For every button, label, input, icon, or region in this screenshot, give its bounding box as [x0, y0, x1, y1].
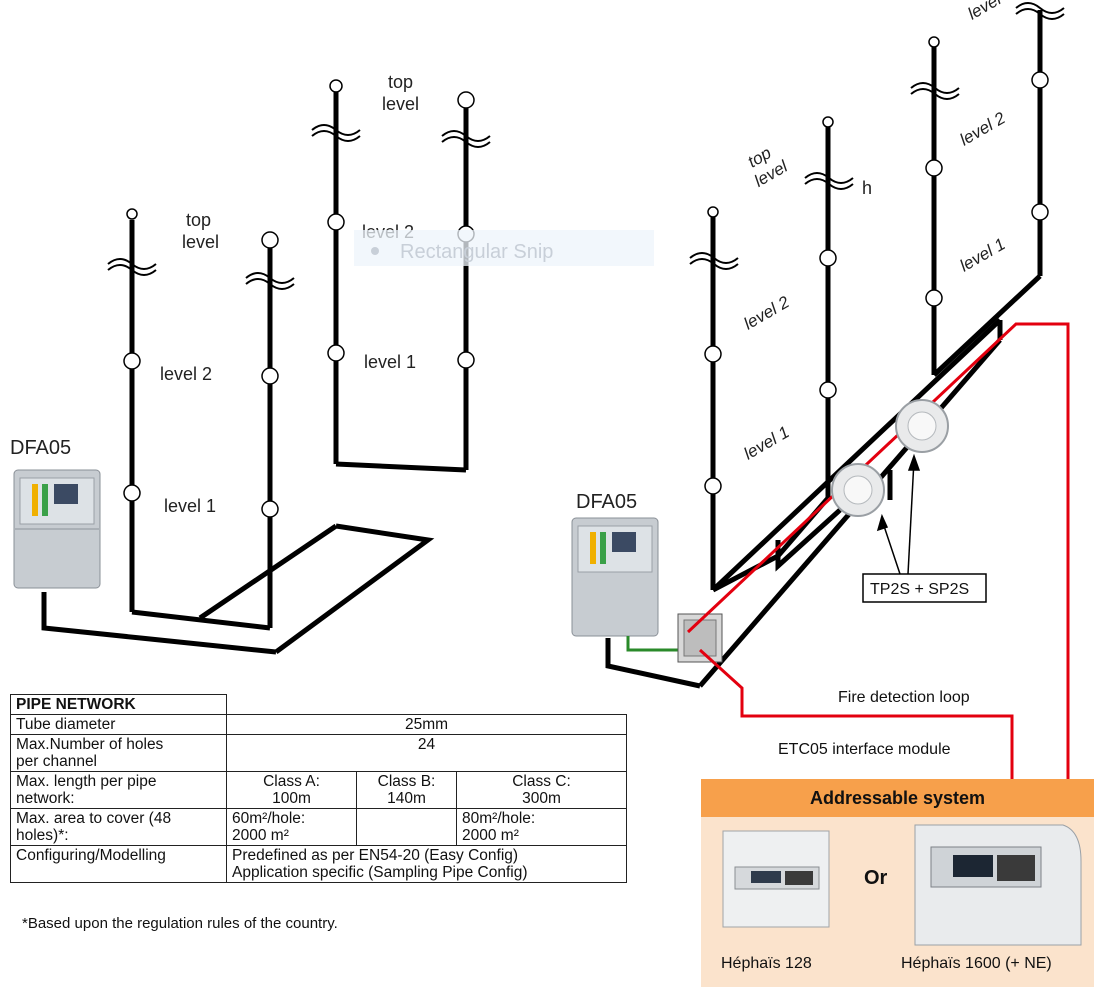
table-cell-label: Configuring/Modelling: [10, 845, 227, 883]
table-row: PIPE NETWORK: [10, 694, 627, 715]
left-level1-label-1: level 1: [164, 496, 216, 516]
detector-1: [831, 463, 885, 517]
right-level2-label-1: level 2: [741, 292, 794, 333]
addressable-system-title: Addressable system: [701, 779, 1094, 817]
fire-loop-label: Fire detection loop: [838, 689, 970, 706]
snip-overlay-text: Rectangular Snip: [400, 241, 553, 263]
table-cell-area-b: [356, 808, 457, 846]
left-pipe-network: [41, 86, 469, 655]
addressable-system-panel: Addressable system Or Héphaïs 128 Héphaï…: [701, 779, 1094, 987]
left-device-label: DFA05: [10, 437, 71, 459]
table-cell-config: Predefined as per EN54-20 (Easy Config)A…: [226, 845, 627, 883]
hephais-128-panel: [722, 830, 830, 928]
table-row: Tube diameter 25mm: [10, 714, 627, 735]
right-top-level-label-1: toplevel: [741, 139, 792, 191]
table-cell-label: Tube diameter: [10, 714, 227, 735]
right-device-label: DFA05: [576, 491, 637, 513]
right-level1-label-1: level 1: [741, 422, 793, 463]
right-break-marks: [689, 2, 1065, 270]
table-cell-value: 25mm: [226, 714, 627, 735]
etc05-label: ETC05 interface module: [778, 741, 951, 758]
table-title: PIPE NETWORK: [10, 694, 227, 715]
fire-detection-loop-line: [686, 322, 1070, 785]
right-level-label-top: level: [965, 0, 1006, 23]
left-level2-label-1: level 2: [160, 364, 212, 384]
left-sampling-holes: [123, 79, 475, 518]
callout-box: [862, 573, 987, 603]
table-footnote: *Based upon the regulation rules of the …: [22, 915, 338, 932]
left-break-marks: [107, 124, 491, 290]
right-level1-label-2: level 1: [957, 234, 1009, 275]
table-cell-area-c: 80m²/hole:2000 m²: [456, 808, 627, 846]
pipe-network-table: PIPE NETWORK Tube diameter 25mm Max.Numb…: [10, 694, 627, 883]
left-level1-label-2: level 1: [364, 352, 416, 372]
callout-arrows: [876, 453, 921, 575]
hephais-1600-panel: [914, 824, 1082, 946]
or-label: Or: [864, 867, 888, 889]
holes-label-line1: Max.Number of holes: [16, 736, 164, 753]
table-cell-value: 24: [226, 734, 627, 772]
right-h-label: h: [862, 178, 872, 198]
table-cell-class-b: Class B:140m: [356, 771, 457, 809]
table-cell-class-c: Class C:300m: [456, 771, 627, 809]
table-cell-class-a: Class A:100m: [226, 771, 357, 809]
right-sampling-holes: [704, 36, 1049, 495]
left-dfa05-device: [13, 469, 101, 589]
table-row: Configuring/Modelling Predefined as per …: [10, 845, 627, 883]
rectangular-snip-overlay: Rectangular Snip: [354, 230, 654, 266]
hephais-128-label: Héphaïs 128: [721, 955, 812, 972]
callout-label: TP2S + SP2S: [870, 581, 969, 598]
table-cell-area-a: 60m²/hole:2000 m²: [226, 808, 357, 846]
hephais-1600-label: Héphaïs 1600 (+ NE): [901, 955, 1052, 972]
detector-2: [895, 399, 949, 453]
right-dfa05-device: [571, 517, 659, 637]
green-cable: [626, 636, 678, 652]
right-level2-label-2: level 2: [957, 108, 1010, 149]
holes-label-line2: per channel: [16, 753, 98, 770]
